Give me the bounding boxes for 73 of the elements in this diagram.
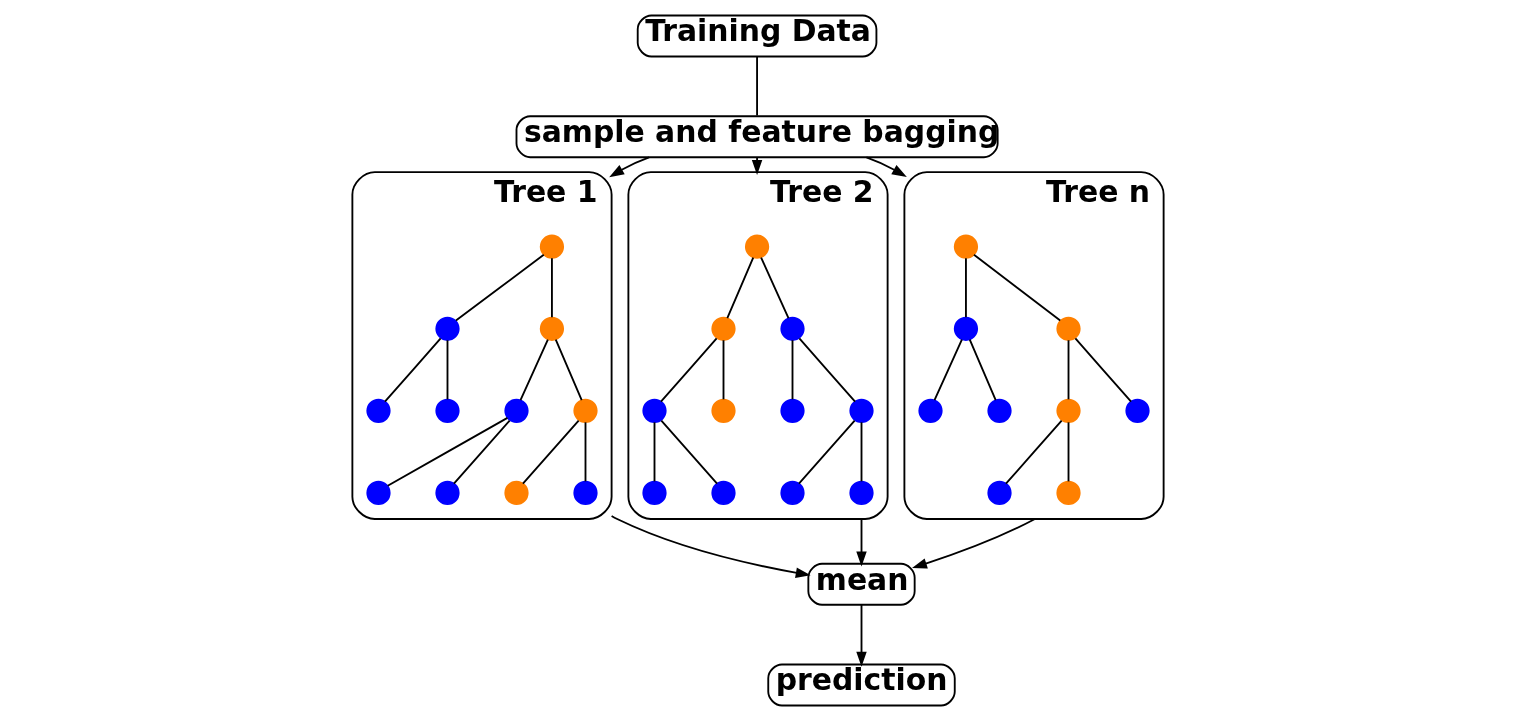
connector (446, 339, 448, 401)
node-circle (1055, 480, 1081, 506)
arrow (608, 156, 650, 178)
connector (972, 253, 1061, 322)
node-circle (779, 480, 805, 506)
connector (1067, 339, 1069, 401)
node-circle (365, 480, 391, 506)
cluster: Tree 1 (350, 171, 613, 520)
arrow (610, 515, 811, 578)
node-circle (710, 480, 736, 506)
connector (964, 257, 967, 319)
node-circle (572, 398, 598, 423)
node-circle (1124, 398, 1150, 423)
connector (452, 419, 511, 485)
connector (386, 416, 508, 487)
node-box: sample and feature bagging (515, 115, 999, 159)
node-circle (779, 398, 805, 423)
node-circle (710, 316, 736, 341)
cluster: Tree n (902, 171, 1165, 520)
connector (1004, 419, 1063, 485)
connector (1073, 337, 1132, 403)
connector (554, 338, 583, 402)
arrow (911, 518, 1036, 569)
node-circle (434, 398, 460, 423)
node-circle (779, 316, 805, 341)
connector (933, 338, 963, 402)
node-circle (986, 480, 1012, 506)
arrow (865, 156, 907, 178)
connector (383, 337, 442, 403)
node-circle (917, 398, 943, 423)
node-circle (434, 480, 460, 506)
connector (725, 256, 754, 319)
node-circle (848, 398, 874, 423)
node-circle (744, 234, 769, 259)
node-circle (503, 480, 529, 506)
node-box: Training Data (636, 14, 877, 58)
node-circle (434, 316, 460, 341)
connector (797, 419, 856, 485)
connector (860, 421, 862, 483)
node-box: prediction (766, 663, 956, 707)
node-circle (539, 316, 564, 341)
node-circle (641, 398, 667, 423)
connector (968, 338, 997, 402)
connector (659, 337, 718, 403)
connector (659, 419, 718, 485)
arrow (855, 518, 867, 567)
node-circle (1055, 316, 1081, 341)
connector (454, 253, 545, 322)
connector (791, 339, 793, 401)
node-circle (848, 480, 874, 506)
node-circle (503, 398, 529, 423)
node-circle (986, 398, 1012, 423)
node-circle (953, 316, 978, 341)
connector (759, 256, 789, 319)
node-box: mean (806, 562, 916, 606)
connector (1067, 421, 1069, 483)
node-circle (539, 234, 564, 259)
cluster: Tree 2 (626, 171, 889, 520)
connector (519, 338, 549, 402)
connector (797, 337, 856, 403)
connector (521, 419, 580, 485)
node-circle (953, 234, 978, 259)
connector (653, 421, 655, 483)
node-circle (572, 480, 598, 506)
node-circle (710, 398, 736, 423)
node-circle (641, 480, 667, 506)
node-circle (1055, 398, 1081, 423)
connector (584, 421, 586, 483)
connector (722, 339, 724, 401)
connector (755, 55, 758, 117)
node-circle (365, 398, 391, 423)
connector (550, 257, 553, 319)
arrow (855, 603, 867, 667)
